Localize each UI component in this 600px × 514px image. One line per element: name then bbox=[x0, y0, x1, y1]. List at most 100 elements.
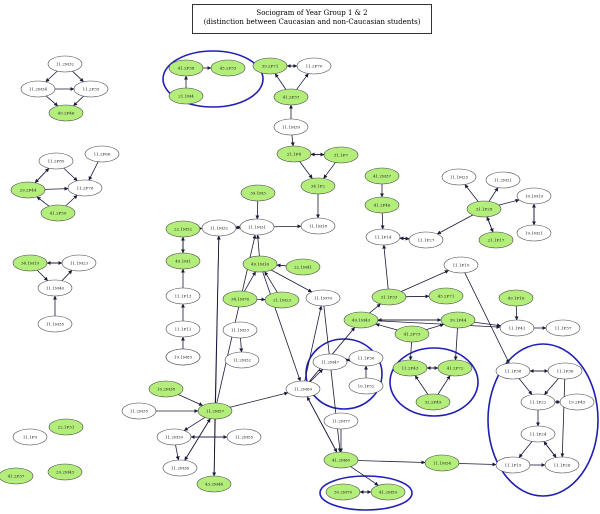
node-shape bbox=[300, 177, 336, 195]
edge-n47-n79 bbox=[323, 305, 342, 453]
edge-n54-n49 bbox=[369, 303, 381, 314]
node-label: 11.2M39 bbox=[165, 435, 184, 440]
node-shape bbox=[162, 459, 198, 477]
node-label: 21.1F4 bbox=[287, 152, 302, 157]
node-shape bbox=[364, 196, 400, 214]
node-shape bbox=[239, 218, 275, 236]
node-label: 31.1F33 bbox=[381, 295, 398, 300]
node-shape bbox=[495, 362, 531, 380]
node-label: 11.1M25 bbox=[450, 175, 469, 180]
node-shape bbox=[37, 315, 73, 333]
node-n47: 11.1M70 bbox=[305, 289, 341, 307]
node-n70: 10.2M38 bbox=[148, 380, 184, 398]
node-shape bbox=[499, 319, 535, 337]
node-label: 11.1M23 bbox=[70, 261, 89, 266]
node-n07: 21.1M4 bbox=[168, 87, 204, 105]
node-shape bbox=[424, 454, 460, 472]
node-shape bbox=[428, 287, 464, 305]
edge-n72-n75 bbox=[183, 417, 206, 431]
edge-n16-n14 bbox=[36, 196, 50, 207]
node-n42: 11.1M35 bbox=[37, 315, 73, 333]
node-n29: 41.2M37 bbox=[364, 167, 400, 185]
node-shape bbox=[323, 412, 359, 430]
edge-n35-n33 bbox=[464, 184, 479, 202]
node-shape bbox=[10, 181, 46, 199]
edge-n16-n15 bbox=[65, 194, 78, 207]
edge-n14-n15 bbox=[44, 186, 69, 191]
node-n12: 11.2F80 bbox=[38, 152, 74, 170]
node-shape bbox=[415, 393, 451, 411]
node-n60: 11.2M47 bbox=[312, 353, 348, 371]
node-shape bbox=[466, 200, 502, 218]
node-n84: 30.2M70 bbox=[325, 483, 361, 501]
node-n17: 21.1F4 bbox=[276, 145, 312, 163]
node-shape bbox=[392, 359, 428, 377]
node-n46: 21.1M23 bbox=[264, 291, 300, 309]
node-shape bbox=[226, 428, 262, 446]
node-label: 10.1M19 bbox=[525, 194, 544, 199]
node-label: 34.1F2 bbox=[311, 184, 326, 189]
edge-n82-n83 bbox=[543, 441, 557, 458]
node-label: 11.2F66 bbox=[94, 152, 111, 157]
node-n43: 49.1M16 bbox=[242, 255, 278, 273]
right-group-highlight bbox=[487, 343, 599, 497]
node-label: 41.2M37 bbox=[373, 174, 392, 179]
node-label: 11.2F80 bbox=[48, 159, 65, 164]
node-shape bbox=[443, 256, 479, 274]
bottom-group-highlight bbox=[319, 475, 413, 511]
node-n04: 49.2F46 bbox=[48, 104, 84, 122]
node-shape bbox=[441, 168, 477, 186]
node-label: 11.1M18 bbox=[309, 224, 328, 229]
edge-n67-n68 bbox=[544, 378, 559, 395]
edge-n18-n19 bbox=[323, 162, 336, 179]
edge-n43-n47 bbox=[270, 269, 313, 293]
node-n33: 11.1M25 bbox=[441, 168, 477, 186]
node-shape bbox=[47, 463, 83, 481]
node-label: 11.1M34 bbox=[433, 461, 452, 466]
node-label: 11.1F36 bbox=[557, 369, 574, 374]
node-label: 11.2M35 bbox=[130, 409, 149, 414]
node-n22: 11.1M32 bbox=[201, 219, 237, 237]
node-shape bbox=[559, 393, 595, 411]
edge-n35-n32 bbox=[436, 214, 473, 235]
node-label: 31.1F28 bbox=[476, 207, 493, 212]
node-shape bbox=[437, 359, 473, 377]
node-shape bbox=[156, 428, 192, 446]
node-n35: 31.1F28 bbox=[466, 200, 502, 218]
node-shape bbox=[348, 377, 384, 395]
node-shape bbox=[165, 320, 201, 338]
edge-n02-n04 bbox=[45, 95, 59, 107]
node-label: 43.2F71 bbox=[438, 294, 455, 299]
node-label: 11.1M39 bbox=[282, 125, 301, 130]
center-group-highlight bbox=[389, 347, 479, 417]
node-shape bbox=[440, 311, 476, 329]
node-label: 11.1M35 bbox=[46, 322, 65, 327]
edge-n57-n58 bbox=[239, 337, 244, 353]
node-label: 21.1F17 bbox=[488, 238, 505, 243]
node-label: 11.1M40 bbox=[46, 286, 65, 291]
node-n24: 22.1M52 bbox=[165, 220, 201, 238]
node-shape bbox=[516, 187, 552, 205]
edge-n01-n03 bbox=[72, 70, 84, 83]
node-n72: 11.2M57 bbox=[197, 402, 233, 420]
node-shape bbox=[165, 348, 201, 366]
node-n27: 11.1F11 bbox=[165, 320, 201, 338]
node-label: 34.1M76 bbox=[231, 297, 250, 302]
node-label: 11.2M55 bbox=[235, 435, 254, 440]
node-label: 49.1F16 bbox=[508, 296, 525, 301]
node-shape bbox=[370, 483, 406, 501]
node-label: 41.2M59 bbox=[379, 490, 398, 495]
node-label: 11.1F41 bbox=[509, 326, 526, 331]
node-shape bbox=[547, 362, 583, 380]
node-label: 21.1M4 bbox=[178, 94, 194, 99]
node-label: 39.1F44 bbox=[450, 318, 467, 323]
node-n54: 49.1M49 bbox=[343, 311, 379, 329]
node-label: 11.2M36 bbox=[171, 466, 190, 471]
edge-n67-n83 bbox=[560, 378, 566, 458]
node-shape bbox=[240, 184, 276, 202]
node-n23: 11.1M31 bbox=[239, 218, 275, 236]
node-shape bbox=[520, 393, 556, 411]
edge-n65-n64 bbox=[437, 375, 451, 395]
